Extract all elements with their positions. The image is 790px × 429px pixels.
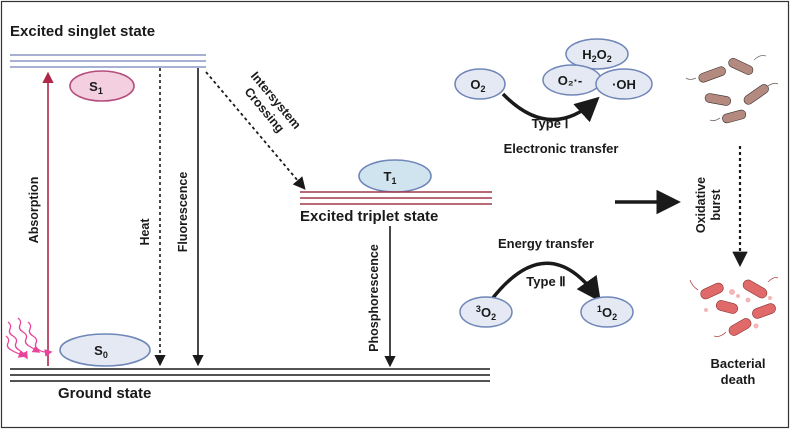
svg-text:·OH: ·OH (612, 77, 636, 92)
svg-text:3O2: 3O2 (476, 304, 496, 322)
absorption-label: Absorption (27, 177, 41, 244)
type2-arc-arrow (490, 261, 601, 302)
oxidative-burst-label: Oxidative burst (694, 177, 723, 233)
phosphorescence-label: Phosphorescence (367, 244, 381, 352)
triplet-state-title: Excited triplet state (300, 208, 438, 225)
hydroxyl-oval: ·OH (595, 68, 653, 100)
ground-energy-levels (10, 368, 490, 382)
t1-state-oval: T1 (358, 159, 432, 193)
svg-text:S1: S1 (89, 79, 103, 96)
singlet-state-title: Excited singlet state (10, 23, 155, 40)
svg-text:1O2: 1O2 (597, 304, 617, 322)
energy-transfer-label: Energy transfer (498, 236, 594, 251)
singlet-energy-levels (10, 54, 206, 68)
dead-bacteria-icon (689, 277, 779, 337)
type2-label: Type Ⅱ (526, 274, 565, 289)
o2-oval: O2 (454, 68, 506, 100)
bacterial-death-line1: Bacterial (711, 356, 766, 371)
healthy-bacteria-icon (685, 55, 779, 124)
triplet-energy-levels (300, 191, 492, 205)
intersystem-crossing-arrow (205, 71, 306, 190)
svg-text:S0: S0 (94, 343, 108, 360)
svg-text:T1: T1 (384, 169, 397, 186)
bacterial-death-line2: death (721, 372, 756, 387)
svg-text:O2: O2 (470, 77, 485, 94)
electronic-transfer-label: Electronic transfer (504, 141, 619, 156)
superoxide-oval: O₂·- (542, 64, 602, 96)
type1-arc-arrow (501, 92, 600, 123)
svg-text:Oxidative: Oxidative (694, 177, 708, 233)
s0-state-oval: S0 (59, 333, 151, 367)
intersystem-crossing-label: Intersystem Crossing (242, 69, 304, 135)
s1-state-oval: S1 (69, 70, 135, 102)
triplet-oxygen-oval: 3O2 (459, 296, 513, 328)
ground-state-title: Ground state (58, 385, 151, 402)
fluorescence-label: Fluorescence (176, 172, 190, 253)
svg-text:burst: burst (709, 189, 723, 221)
heat-label: Heat (138, 218, 152, 246)
photon-waves-icon (5, 317, 53, 360)
type1-label: Type Ⅰ (532, 116, 569, 131)
svg-text:H2O2: H2O2 (582, 47, 612, 64)
h2o2-oval: H2O2 (565, 38, 629, 70)
singlet-oxygen-oval: 1O2 (580, 296, 634, 328)
svg-text:O₂·-: O₂·- (558, 73, 583, 88)
